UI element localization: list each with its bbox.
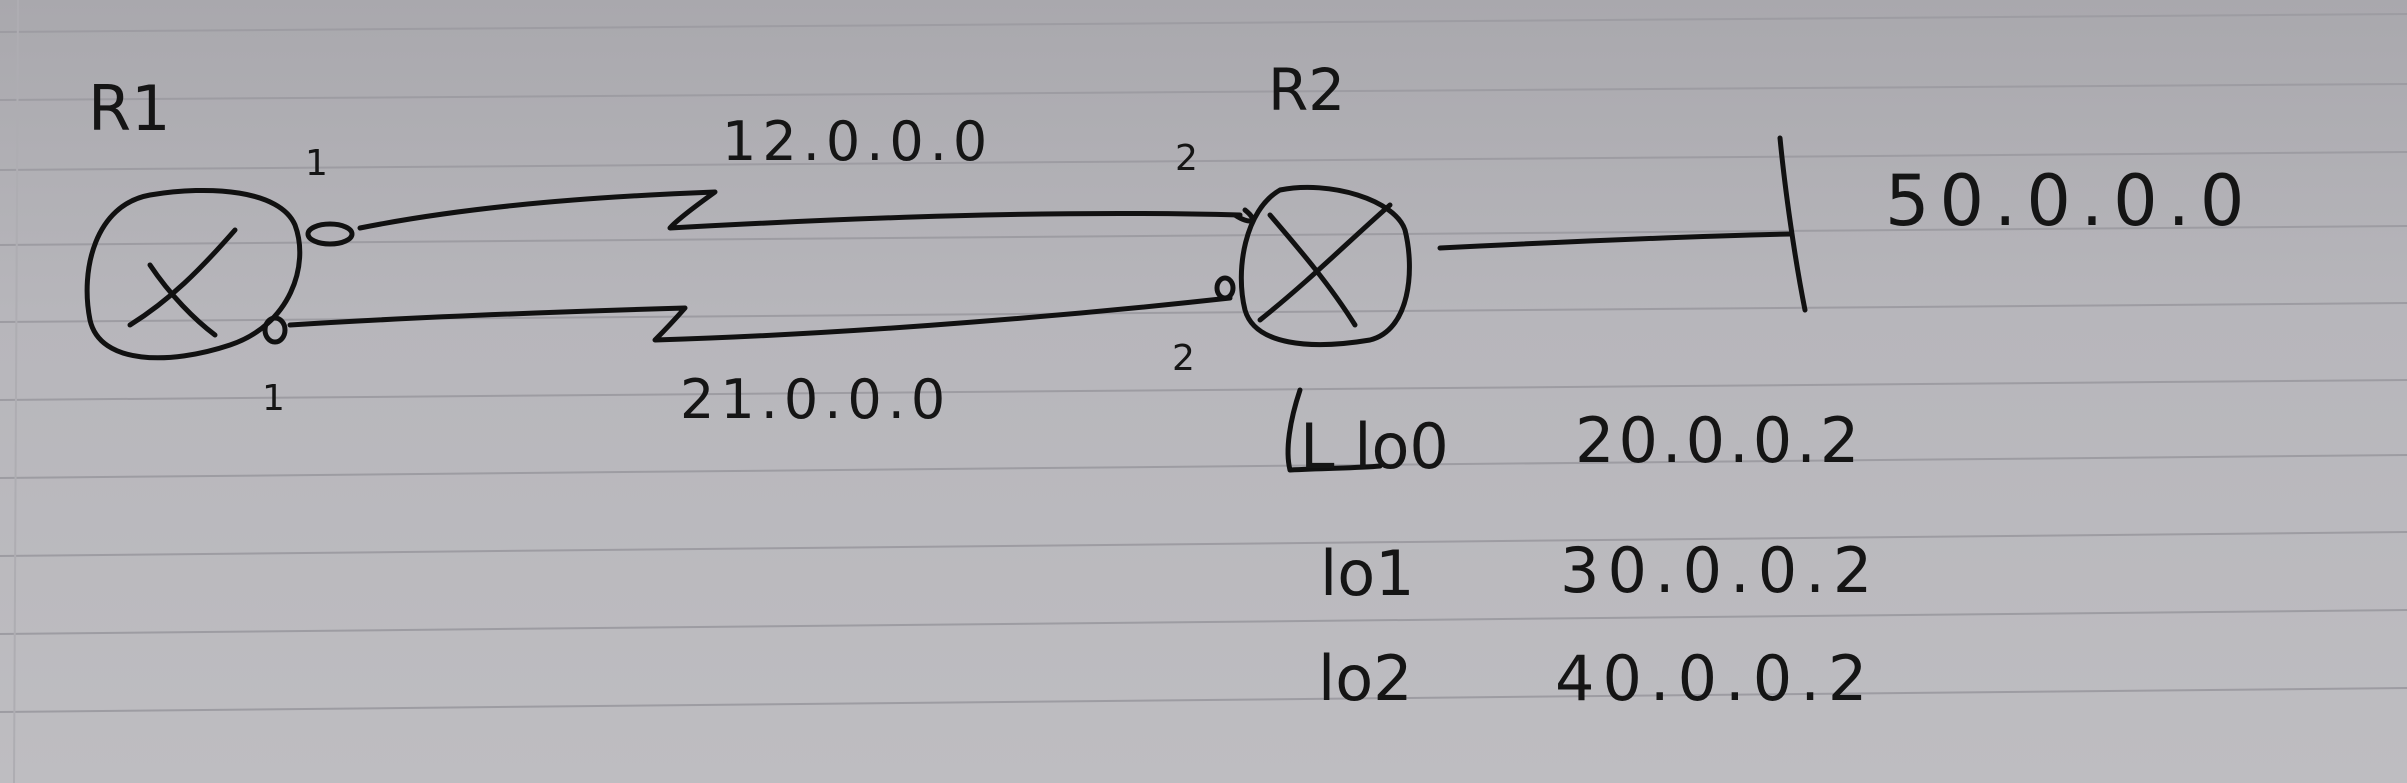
loopback-list: L lo0 20.0.0.2 lo1 30.0.0.2 lo2 40.0.0.2 [1300, 404, 1880, 715]
r1-bottom-octet: 1 [262, 378, 285, 419]
serial-link-bottom [287, 295, 1233, 343]
lan-link [1437, 231, 1793, 251]
link-top-network: 12.0.0.0 [722, 110, 993, 173]
r1-top-interface-icon [305, 221, 355, 247]
r2-label: R2 [1268, 56, 1345, 124]
loopback-name: lo1 [1320, 537, 1415, 610]
r2-top-octet: 2 [1175, 138, 1198, 179]
r2-bottom-interface-icon [1214, 275, 1236, 301]
loopback-address: 40.0.0.2 [1555, 642, 1875, 715]
r1-bottom-interface-icon [262, 315, 288, 345]
serial-link-top [357, 189, 1243, 231]
r1-label: R1 [88, 72, 171, 145]
r2-bottom-octet: 2 [1172, 338, 1195, 379]
loopback-address: 20.0.0.2 [1575, 404, 1863, 477]
loopback-address: 30.0.0.2 [1560, 534, 1880, 607]
lan-segment-bar [1777, 135, 1808, 313]
r1-top-octet: 1 [305, 143, 328, 184]
r2-router-icon [1238, 184, 1412, 348]
loopback-name: lo2 [1318, 642, 1413, 715]
loopback-name: L lo0 [1300, 410, 1449, 483]
link-bottom-network: 21.0.0.0 [680, 368, 951, 431]
r1-router-icon [84, 187, 303, 361]
loopback-bracket [1285, 387, 1383, 473]
lan-network: 50.0.0.0 [1885, 160, 2254, 242]
